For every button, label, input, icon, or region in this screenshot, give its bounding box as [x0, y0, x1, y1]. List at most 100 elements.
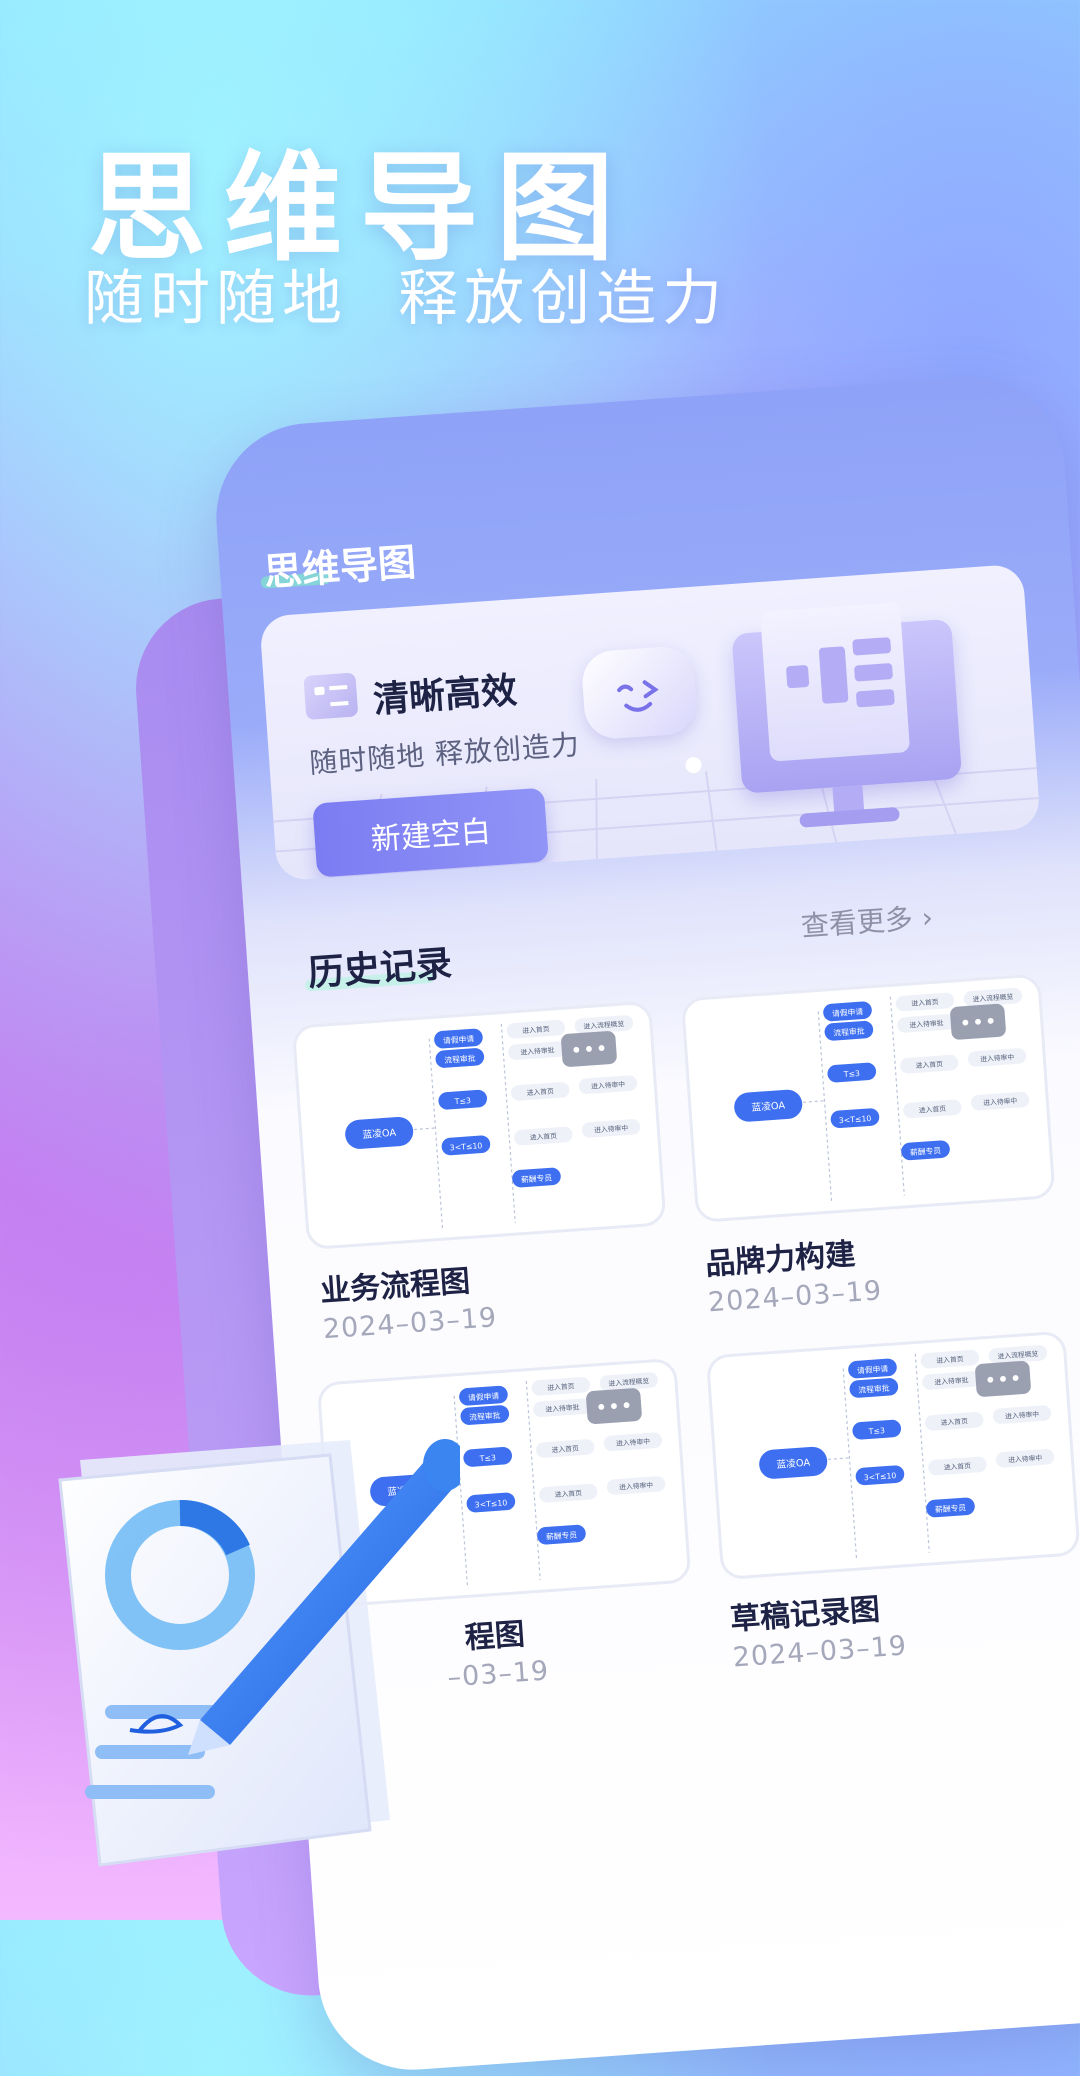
root-node: [345, 1116, 414, 1149]
document-icon: [760, 602, 911, 762]
card-date: –03–19: [446, 1655, 551, 1694]
leaf-node: [606, 1476, 666, 1495]
branch-label: 薪酬专员: [910, 1145, 942, 1157]
branch-node: [537, 1524, 586, 1545]
leaf-node: [581, 1119, 641, 1138]
leaf-node: [928, 1456, 987, 1476]
connector: [889, 996, 905, 1196]
leaf-label: 进入首页: [940, 1416, 968, 1427]
branch-node: [463, 1447, 513, 1467]
more-dot: [1000, 1375, 1006, 1382]
leaf-label: 进入待审中: [594, 1123, 629, 1134]
hero-title: 思维导图: [88, 139, 633, 277]
more-dot: [586, 1046, 592, 1052]
branch-label: 请假申请: [468, 1390, 500, 1402]
branch-label: T≤3: [478, 1453, 496, 1463]
card-title: 程图: [463, 1617, 527, 1657]
history-title: 历史记录: [306, 943, 454, 995]
leaf-node: [963, 988, 1023, 1007]
branch-node: [824, 1020, 874, 1041]
leaf-node: [578, 1075, 638, 1094]
branch-label: 请假申请: [857, 1363, 889, 1375]
branch-node: [848, 1358, 897, 1379]
connector: [914, 1353, 930, 1553]
leaf-label: 进入首页: [522, 1024, 550, 1035]
mindmap-icon: [303, 672, 359, 720]
leaf-label: 进入首页: [936, 1354, 964, 1365]
history-card-3[interactable]: 蓝凌OA请假申请流程审批T≤33<T≤10薪酬专员进入首页进入流程概览进入待审批…: [316, 1357, 692, 1608]
see-more-link[interactable]: 查看更多 ›: [799, 900, 935, 943]
banner-subtitle: 随时随地 释放创造力: [308, 728, 581, 780]
branch-node: [855, 1465, 905, 1486]
leaf-node: [514, 1126, 573, 1146]
card-date: 2024–03–19: [707, 1275, 884, 1319]
document-icon: [58, 1440, 390, 1867]
more-dot: [611, 1403, 617, 1410]
leaf-node: [992, 1405, 1052, 1424]
leaf-node: [531, 1377, 590, 1396]
branch-node: [512, 1167, 561, 1188]
more-dot: [623, 1402, 630, 1409]
branch-node: [434, 1028, 483, 1049]
pen-document-illustration: [58, 1439, 460, 1867]
branch-label: 薪酬专员: [521, 1172, 553, 1184]
leaf-label: 进入待审中: [1005, 1409, 1040, 1420]
branch-node: [830, 1108, 880, 1129]
branch-label: 3<T≤10: [839, 1114, 872, 1125]
branch-node: [459, 1385, 508, 1406]
leaf-node: [533, 1398, 592, 1418]
card-title: 品牌力构建: [704, 1237, 857, 1283]
root-label: 蓝凌OA: [751, 1098, 786, 1113]
leaf-label: 进入待审批: [934, 1375, 969, 1386]
branch-label: 请假申请: [832, 1006, 864, 1018]
leaf-node: [506, 1019, 566, 1039]
more-dot: [962, 1019, 969, 1026]
leaf-label: 进入首页: [547, 1381, 575, 1392]
branch-label: 流程审批: [469, 1410, 501, 1422]
leaf-label: 进入待审中: [616, 1437, 651, 1448]
leaf-node: [508, 1041, 567, 1060]
leaf-label: 进入首页: [551, 1443, 579, 1454]
leaf-node: [903, 1099, 962, 1119]
connector: [428, 1038, 444, 1229]
pen-icon: [129, 1439, 460, 1755]
branch-node: [852, 1419, 902, 1440]
connector: [500, 1023, 516, 1223]
branch-label: 3<T≤10: [474, 1498, 507, 1509]
chat-bubble-icon: [580, 644, 699, 741]
leaf-node: [988, 1345, 1047, 1364]
branch-node: [926, 1497, 975, 1518]
root-label: 蓝凌OA: [362, 1126, 397, 1141]
branch-label: 3<T≤10: [449, 1141, 482, 1152]
branch-label: T≤3: [453, 1096, 471, 1106]
leaf-label: 进入流程概览: [583, 1019, 625, 1031]
mindmap-thumbnail: 蓝凌OA请假申请流程审批T≤33<T≤10薪酬专员进入首页进入流程概览进入待审批…: [345, 1015, 641, 1229]
leaf-label: 进入待审中: [591, 1079, 626, 1090]
mindmap-thumbnail: 蓝凌OA请假申请流程审批T≤33<T≤10薪酬专员进入首页进入流程概览进入待审批…: [734, 988, 1030, 1201]
leaf-node: [970, 1091, 1030, 1111]
branch-label: 流程审批: [444, 1053, 476, 1065]
card-title: 草稿记录图: [729, 1592, 882, 1638]
branch-node: [460, 1405, 510, 1425]
more-dot: [573, 1046, 580, 1053]
more-dot: [975, 1018, 981, 1025]
hero-subtitle: 随时随地 释放创造力: [84, 264, 729, 334]
leaf-label: 进入首页: [554, 1488, 582, 1499]
leaf-node: [900, 1054, 959, 1074]
branch-node: [466, 1492, 516, 1513]
card-date: 2024–03–19: [731, 1630, 909, 1674]
branch-label: 薪酬专员: [546, 1529, 578, 1541]
branch-node: [827, 1062, 877, 1083]
branch-label: 流程审批: [833, 1026, 865, 1038]
leaf-node: [511, 1082, 570, 1101]
leaf-node: [920, 1349, 980, 1369]
leaf-node: [897, 1014, 956, 1033]
root-node: [759, 1446, 828, 1479]
leaf-node: [925, 1412, 984, 1431]
card-title: 业务流程图: [319, 1263, 472, 1310]
more-dot: [987, 1017, 994, 1024]
branch-label: 请假申请: [443, 1033, 475, 1045]
